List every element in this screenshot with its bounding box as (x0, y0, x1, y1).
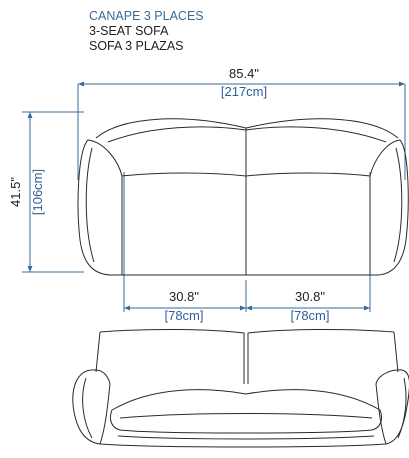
front-backrest-left-top (99, 328, 245, 384)
seat-left-inches-label: 30.8" (169, 289, 199, 304)
depth-cm-label: [106cm] (30, 169, 45, 215)
arrow-width-right (399, 81, 405, 87)
front-right-arm-inner (397, 377, 407, 439)
top-left-arm (77, 139, 123, 276)
front-seat-seam (119, 413, 373, 419)
front-backrest-right-side (393, 331, 399, 373)
front-backrest-left-side (95, 331, 101, 373)
front-base-inner-line (117, 435, 375, 440)
top-backrest-right-inner (245, 126, 387, 143)
top-backrest-right (245, 118, 399, 139)
title-english: 3-SEAT SOFA (89, 24, 169, 38)
top-seat-right-back-edge (245, 172, 371, 177)
arrow-width-left (78, 81, 84, 87)
top-right-arm-inner (393, 147, 403, 263)
front-base-line (99, 443, 387, 448)
front-left-arm-inner (82, 377, 93, 439)
top-backrest-left-inner (107, 126, 247, 143)
seat-left-cm-label: [78cm] (164, 308, 203, 323)
arrow-seat1-left (124, 305, 130, 311)
arrowheads (27, 81, 405, 311)
arrow-depth-bottom (27, 266, 33, 272)
front-backrest-right-top (247, 328, 395, 334)
arrow-seat2-right (364, 305, 370, 311)
dimension-lines (22, 83, 406, 312)
title-spanish: SOFA 3 PLAZAS (89, 39, 184, 53)
top-left-arm-inner (85, 147, 95, 263)
front-seat-cushion (109, 389, 383, 434)
top-backrest-left (95, 118, 247, 139)
arrow-seat2-left (246, 305, 252, 311)
arrow-seat1-right (240, 305, 246, 311)
title-french: CANAPE 3 PLACES (89, 9, 204, 23)
front-right-arm (375, 369, 409, 445)
front-left-arm (72, 369, 111, 445)
seat-right-cm-label: [78cm] (290, 308, 329, 323)
sofa-front-view (72, 328, 409, 448)
top-seat-left-back-edge (121, 172, 247, 177)
sofa-top-view (77, 118, 409, 276)
width-inches-label: 85.4" (229, 66, 259, 81)
seat-right-inches-label: 30.8" (295, 289, 325, 304)
arrow-depth-top (27, 112, 33, 118)
depth-inches-label: 41.5" (8, 177, 23, 207)
width-cm-label: [217cm] (221, 84, 267, 99)
top-right-arm (369, 139, 409, 276)
